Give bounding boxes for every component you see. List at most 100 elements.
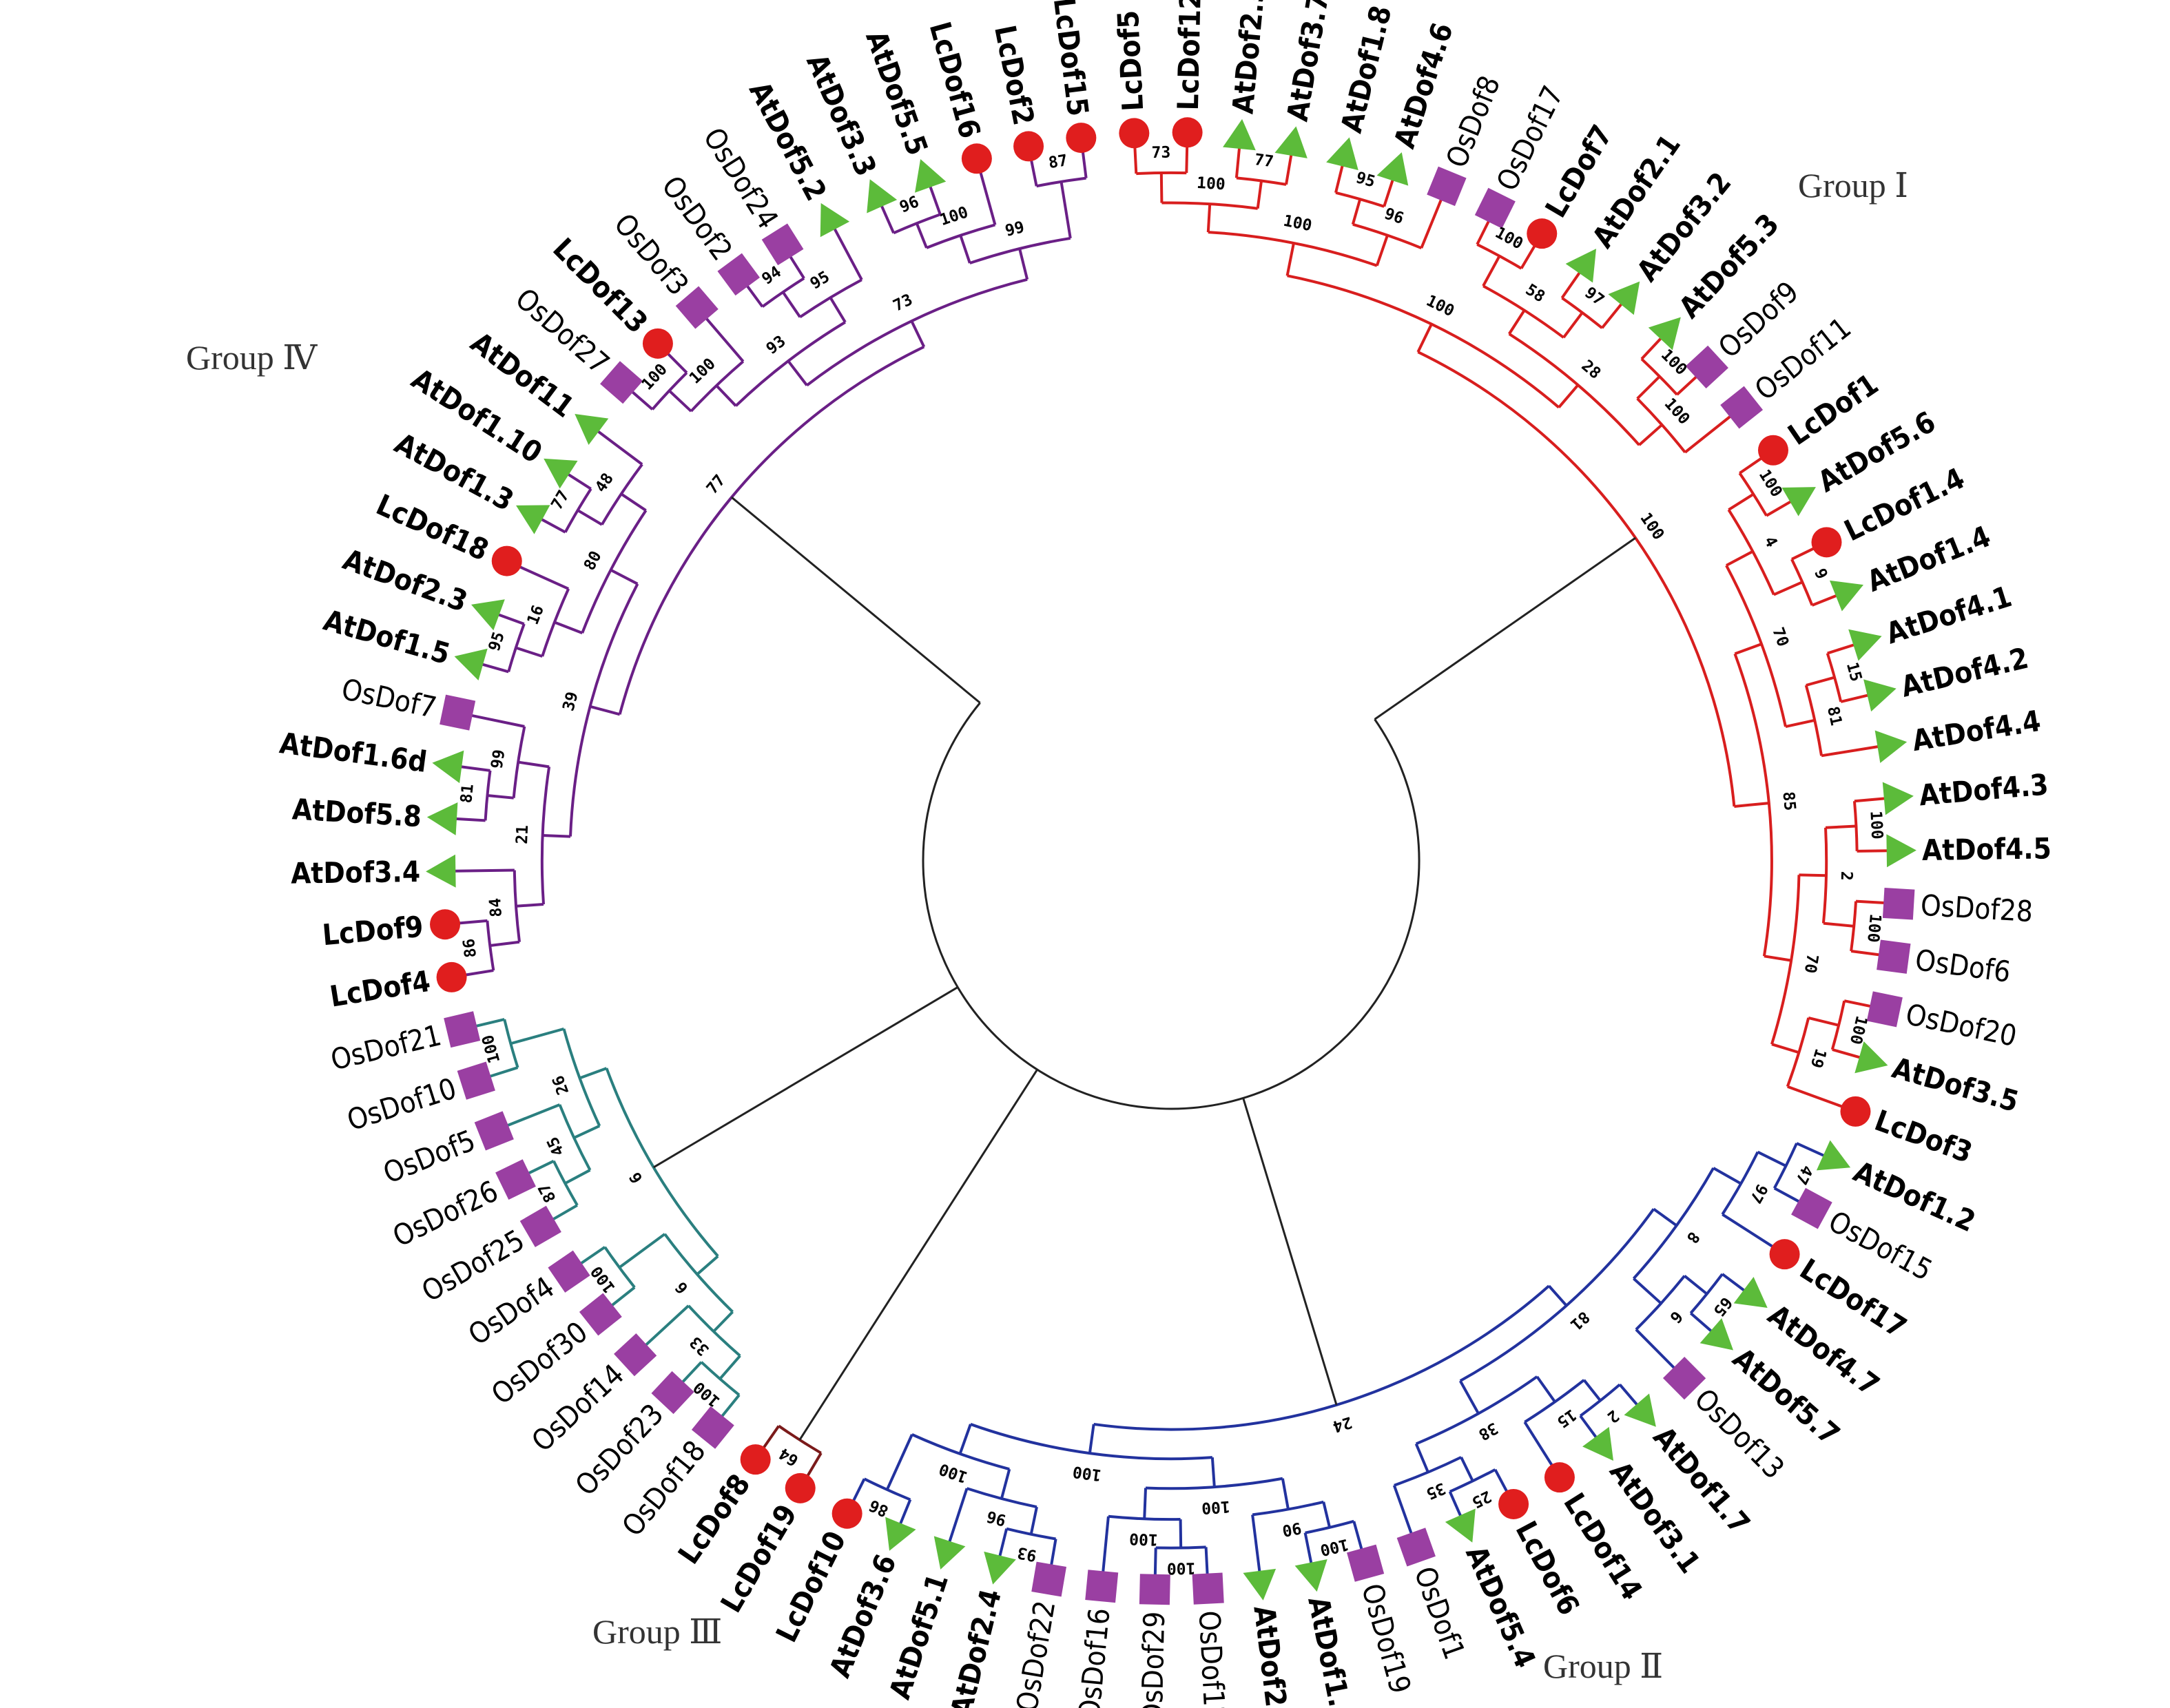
branch-segment <box>1584 1380 1600 1401</box>
bootstrap-value: 100 <box>1319 1535 1350 1559</box>
branch-segment <box>461 767 490 771</box>
leaf-label: OsDof6 <box>1913 943 2012 989</box>
branch-segment <box>1828 645 1854 653</box>
branch-segment <box>565 1170 590 1183</box>
branch-segment <box>1336 165 1343 193</box>
branch-segment <box>1461 1457 1473 1481</box>
leaf-label: AtDof4.1 <box>1882 579 2016 650</box>
bootstrap-value: 6 <box>1666 1307 1686 1326</box>
lc-circle-marker <box>1544 1462 1575 1492</box>
at-triangle-marker <box>1295 1559 1334 1595</box>
at-triangle-marker <box>924 1536 965 1574</box>
group-label-3: Group Ⅲ <box>592 1612 722 1652</box>
leaf-label: LcDof3 <box>1870 1103 1976 1169</box>
branch-segment <box>1559 385 1578 408</box>
leaf-markers <box>426 117 1916 1605</box>
branch-segment <box>1495 1470 1507 1493</box>
leaf-label: OsDof21 <box>327 1018 444 1076</box>
bootstrap-value: 2 <box>1837 871 1855 881</box>
branch-arc <box>1156 1547 1206 1548</box>
leaf-label: OsDof22 <box>1010 1598 1062 1708</box>
branch-segment <box>631 390 652 409</box>
lc-circle-marker <box>741 1444 771 1475</box>
os-square-marker <box>1397 1528 1436 1566</box>
at-triangle-marker <box>905 154 947 193</box>
os-square-marker <box>520 1206 561 1247</box>
bootstrap-value: 100 <box>1863 913 1884 944</box>
branch-segment <box>598 431 642 464</box>
branch-segment <box>1642 338 1661 359</box>
bootstrap-value: 24 <box>1330 1413 1354 1435</box>
branch-segment <box>1844 1001 1872 1007</box>
os-square-marker <box>717 253 760 296</box>
branch-segment <box>1083 150 1086 178</box>
branch-segment <box>619 1234 665 1268</box>
branch-segment <box>1288 243 1294 275</box>
at-triangle-marker <box>1377 147 1418 186</box>
branch-segment <box>1823 924 1854 926</box>
branch-segment <box>1483 256 1500 286</box>
lc-circle-marker <box>430 909 460 939</box>
branch-segment <box>487 795 513 798</box>
branch-segment <box>527 1161 554 1174</box>
bootstrap-value: 100 <box>690 1378 723 1410</box>
branch-segment <box>949 1488 967 1542</box>
branch-segment <box>1564 313 1582 337</box>
at-triangle-marker <box>1817 1141 1857 1183</box>
branch-segment <box>1580 1416 1596 1437</box>
branch-segment <box>1788 1087 1844 1107</box>
bootstrap-value: 21 <box>513 824 532 844</box>
bootstrap-value: 28 <box>1578 357 1604 383</box>
branch-segment <box>788 361 807 385</box>
bootstrap-value: 100 <box>1201 1497 1230 1517</box>
root-branch <box>800 1070 1037 1440</box>
os-square-marker <box>1720 386 1763 429</box>
branch-segment <box>510 1029 564 1043</box>
bootstrap-value: 86 <box>460 937 480 959</box>
bootstrap-value: 100 <box>1636 510 1667 543</box>
leaf-label: OsDof12 <box>1192 1610 1232 1708</box>
bootstrap-value: 100 <box>639 360 671 393</box>
branch-segment <box>1000 1529 1006 1556</box>
leaf-label: OsDof7 <box>339 672 440 725</box>
branch-segment <box>1460 1381 1478 1413</box>
branch-arc <box>1394 1457 1461 1486</box>
branch-segment <box>1416 1444 1428 1472</box>
branch-segment <box>1161 173 1162 203</box>
leaf-label: AtDof5.1 <box>882 1570 955 1703</box>
leaf-label: AtDof3.7 <box>1281 0 1336 124</box>
branch-segment <box>1691 1313 1711 1331</box>
branch-segment <box>482 665 508 672</box>
branch-segment <box>1808 1018 1839 1025</box>
bootstrap-value: 100 <box>686 355 719 388</box>
bootstrap-value: 4 <box>1760 534 1780 550</box>
branch-arc <box>542 589 568 656</box>
at-triangle-marker <box>1274 123 1312 158</box>
bootstrap-value: 19 <box>1807 1047 1830 1070</box>
os-square-marker <box>457 1062 495 1100</box>
branch-segment <box>1323 1502 1330 1528</box>
bootstrap-value: 100 <box>1657 346 1691 379</box>
lc-circle-marker <box>1172 117 1203 147</box>
bootstrap-value: 100 <box>588 1262 619 1296</box>
leaf-label: LcDof15 <box>1047 0 1095 118</box>
leaf-label: LcDof4 <box>327 964 432 1014</box>
branch-segment <box>1212 1457 1215 1487</box>
os-square-marker <box>1192 1573 1224 1605</box>
bootstrap-value: 2 <box>1604 1406 1622 1426</box>
branch-arc <box>927 225 995 247</box>
branch-segment <box>1821 747 1879 756</box>
branch-segment <box>516 648 542 656</box>
bootstrap-value: 96 <box>1382 205 1406 228</box>
bootstrap-value: 93 <box>1016 1543 1038 1565</box>
bootstrap-value: 25 <box>1469 1487 1494 1511</box>
branch-segment <box>960 1424 971 1454</box>
branch-segment <box>579 1247 605 1264</box>
branch-segment <box>830 298 845 322</box>
lc-circle-marker <box>1066 123 1096 153</box>
branch-segment <box>1103 1517 1108 1574</box>
branch-segment <box>1797 1143 1824 1156</box>
bootstrap-value: 85 <box>1779 791 1799 811</box>
at-triangle-marker <box>508 491 550 534</box>
branch-segment <box>1639 425 1662 445</box>
